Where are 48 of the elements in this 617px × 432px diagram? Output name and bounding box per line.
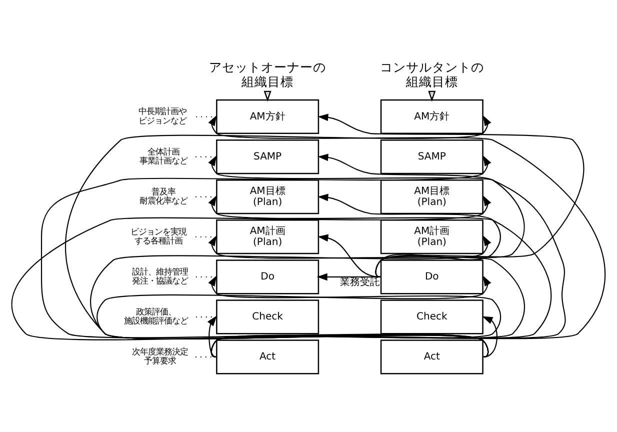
- connector: [196, 276, 217, 278]
- arrow: [12, 195, 492, 358]
- node-box: AM目標 (Plan): [216, 180, 320, 214]
- arrow: [208, 235, 525, 358]
- arrow: [316, 273, 382, 281]
- node-text: コンサルタントの組織目標: [380, 60, 484, 89]
- node-box: Do: [380, 260, 484, 294]
- connector: [195, 156, 217, 158]
- node-text: 全体計画事業計画など: [139, 146, 188, 166]
- node-box: Act: [216, 340, 320, 374]
- node-text: 次年度業務決定予算要求: [132, 346, 188, 366]
- arrow: [65, 115, 492, 358]
- node-box: SAMP: [216, 139, 320, 174]
- arrow: [208, 316, 217, 358]
- arrow: [208, 115, 606, 358]
- connector: [195, 196, 217, 198]
- arrow: [90, 235, 492, 358]
- arrow: [208, 275, 501, 358]
- connector: [196, 316, 217, 318]
- arrow: [318, 194, 501, 278]
- node-box: AM計画 (Plan): [216, 220, 320, 254]
- node-box: Check: [380, 300, 484, 334]
- node-text: 普及率耐震化率など: [139, 186, 188, 206]
- node-box: Act: [380, 340, 484, 374]
- arrow: [208, 155, 566, 358]
- node-box: AM計画 (Plan): [380, 220, 484, 254]
- node-text: ビジョンを実現する各種計画: [130, 226, 186, 246]
- node-box: Check: [216, 300, 320, 334]
- arrow: [318, 234, 380, 278]
- arrow: [428, 90, 436, 102]
- node-box: SAMP: [380, 139, 484, 174]
- arrow: [318, 114, 584, 278]
- arrow: [264, 90, 272, 102]
- node-text: アセットオーナーの組織目標: [209, 60, 326, 89]
- arrow: [96, 275, 492, 358]
- arrow: [208, 195, 552, 358]
- node-box: Do: [216, 260, 320, 294]
- node-text: 設計、維持管理発注・協議など: [132, 266, 188, 286]
- connector: [195, 236, 217, 238]
- node-text: 政策評価、施設機能評価など: [124, 306, 188, 326]
- node-text: 中長期計画やビジョンなど: [138, 106, 186, 126]
- node-box: AM方針: [216, 99, 320, 134]
- arrow: [318, 154, 525, 278]
- node-box: AM目標 (Plan): [380, 180, 484, 214]
- arrow: [482, 316, 498, 358]
- arrow: [40, 155, 492, 358]
- connector: [195, 356, 217, 358]
- node-box: AM方針: [380, 99, 484, 134]
